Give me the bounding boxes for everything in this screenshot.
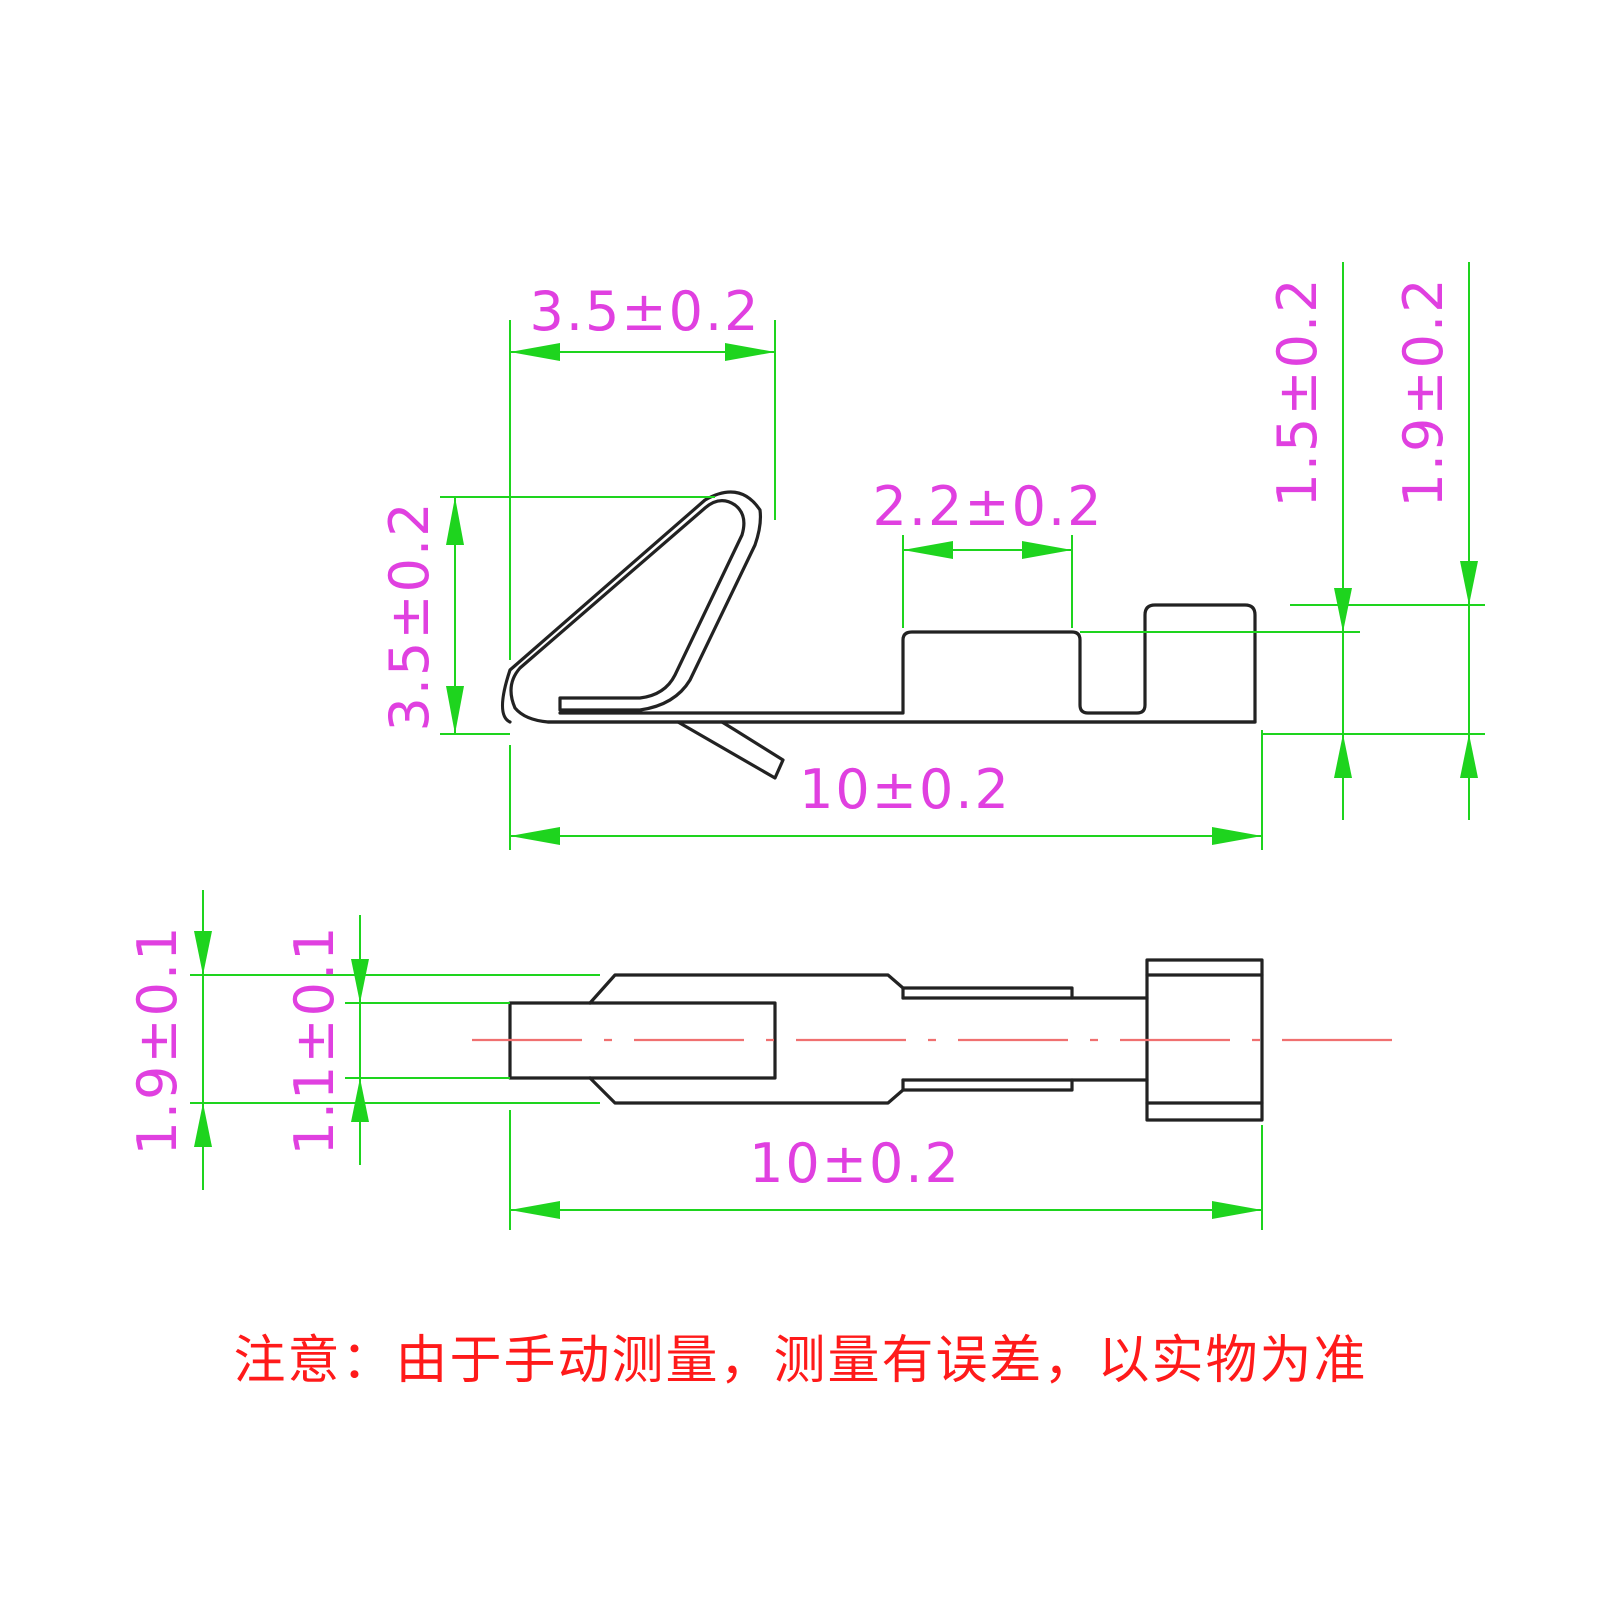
dim-inner-width-text: 1.1±0.1	[283, 924, 346, 1155]
side-view-outline	[500, 490, 1257, 780]
dim-step-height-1-text: 1.5±0.2	[1266, 276, 1329, 507]
dim-inner-width-lines	[351, 915, 369, 1165]
dim-step-height-2-lines	[1460, 262, 1478, 820]
dim-total-length-side-lines	[510, 827, 1262, 845]
dim-slot-width-lines	[903, 541, 1072, 559]
dim-hook-height-text: 3.5±0.2	[378, 500, 441, 731]
top-view: 1.9±0.1 1.1±0.1 10±0.2	[126, 890, 1405, 1230]
dim-hook-width-lines	[510, 343, 775, 361]
dim-total-length-side-text: 10±0.2	[799, 758, 1011, 821]
dim-total-length-top-lines	[510, 1201, 1262, 1219]
dim-step-height-2-text: 1.9±0.2	[1392, 276, 1455, 507]
dim-hook-width-text: 3.5±0.2	[529, 280, 760, 343]
side-view-extension-lines	[440, 320, 1485, 850]
dim-outer-width-lines	[194, 890, 212, 1190]
dim-step-height-1-lines	[1334, 262, 1352, 820]
dim-outer-width-text: 1.9±0.1	[126, 924, 189, 1155]
dim-slot-width-text: 2.2±0.2	[872, 475, 1103, 538]
side-view: 3.5±0.2 3.5±0.2 2.2±0.2 10±0.2 1.5±0.2 1…	[378, 262, 1485, 850]
measurement-note: 注意：由于手动测量，测量有误差，以实物为准	[233, 1331, 1368, 1391]
dim-hook-height-lines	[446, 497, 464, 734]
dim-total-length-top-text: 10±0.2	[749, 1132, 961, 1195]
